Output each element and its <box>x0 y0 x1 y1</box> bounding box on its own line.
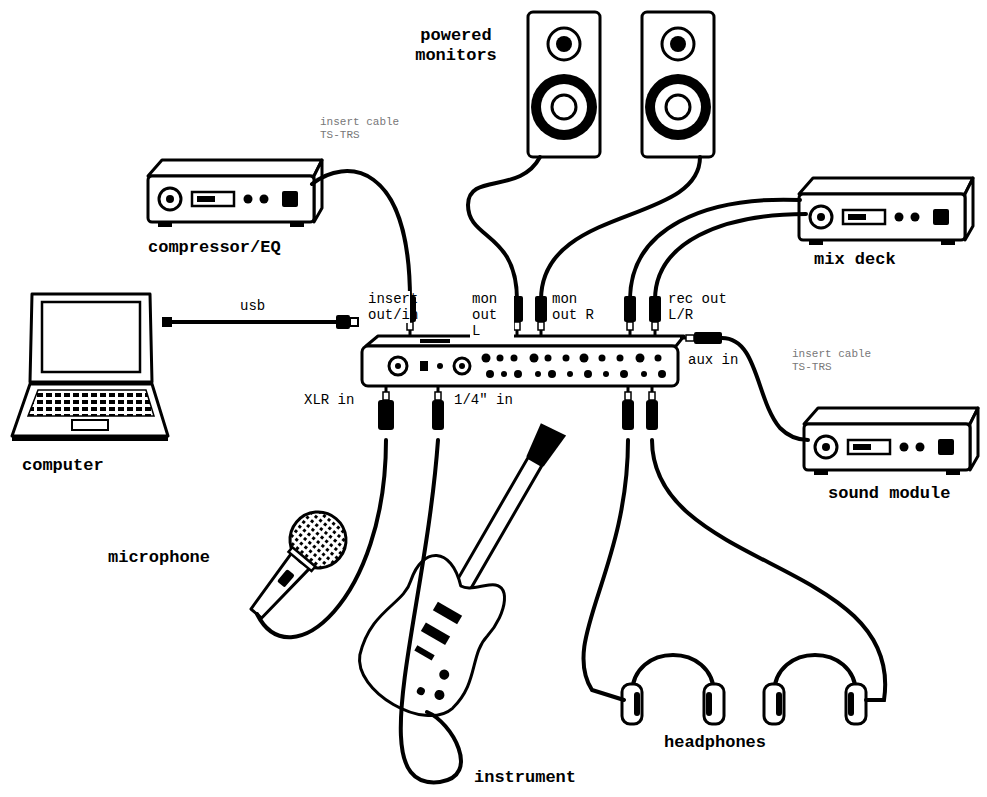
plug <box>649 296 661 322</box>
panel-dot <box>636 354 645 363</box>
plug-tip <box>654 330 657 336</box>
panel-dot <box>599 355 606 362</box>
panel-dot <box>548 370 556 378</box>
device-label: sound module <box>826 484 952 504</box>
plug <box>514 322 520 330</box>
jack-label: XLR in <box>302 392 356 408</box>
laptop <box>12 294 168 441</box>
jack-label: 1/4" in <box>452 392 515 408</box>
plug-tip <box>540 330 543 336</box>
cable-note: insert cable TS-TRS <box>790 348 886 374</box>
headphones-figure <box>764 655 866 724</box>
device-name: computer <box>20 456 106 476</box>
usb-plug <box>350 318 358 326</box>
cable <box>468 157 540 300</box>
plug <box>652 322 658 330</box>
device-name: instrument <box>472 768 578 788</box>
cable <box>652 440 885 700</box>
plug <box>624 296 636 322</box>
panel-dot <box>603 371 609 377</box>
plug-tip <box>516 330 519 336</box>
device-label: microphone <box>106 548 212 568</box>
plug-tip <box>680 337 686 340</box>
panel-dot <box>486 370 494 378</box>
plug <box>694 332 722 344</box>
panel-dot <box>545 355 552 362</box>
plug <box>432 400 444 430</box>
panel-dot <box>620 370 628 378</box>
panel-dot <box>482 354 491 363</box>
plug <box>378 400 394 430</box>
jack-label: insert out/in <box>366 291 410 323</box>
plug <box>649 392 655 400</box>
jack-label: aux in <box>686 352 740 368</box>
speaker <box>642 12 714 157</box>
cable <box>168 320 340 324</box>
panel-dot <box>501 371 507 377</box>
jack-label: mon out R <box>550 291 598 323</box>
device-name: headphones <box>662 733 768 753</box>
device-name: compressor/EQ <box>146 238 283 258</box>
jack-label: usb <box>238 298 267 314</box>
device-name: mix deck <box>812 250 898 270</box>
device-label: computer <box>20 456 106 476</box>
cable-note: insert cable TS-TRS <box>318 116 414 142</box>
panel-dot <box>641 371 647 377</box>
headphones-figure <box>622 655 724 724</box>
device-label: compressor/EQ <box>146 238 283 258</box>
plug <box>383 392 389 400</box>
panel-dot <box>655 355 662 362</box>
panel-dot <box>530 354 539 363</box>
panel-dot <box>617 355 624 362</box>
usb-plug <box>336 315 350 329</box>
panel-dot <box>514 370 522 378</box>
audio-interface <box>362 336 684 386</box>
panel-dot <box>535 371 541 377</box>
device-name: microphone <box>106 548 212 568</box>
cable <box>541 157 700 300</box>
plug-tip <box>651 386 654 392</box>
jack-label: rec out L/R <box>666 291 734 323</box>
plug <box>646 400 658 430</box>
device-label: instrument <box>472 768 578 788</box>
plug <box>686 335 694 341</box>
cable <box>312 171 410 300</box>
sound-module-unit <box>804 408 978 475</box>
panel-dot <box>658 370 666 378</box>
plug-tip <box>409 330 412 336</box>
plug <box>535 296 547 322</box>
panel-dot <box>567 371 573 377</box>
usb-plug <box>162 317 172 327</box>
speaker <box>528 12 600 157</box>
panel-dot <box>563 355 570 362</box>
mix-deck-unit <box>799 178 973 245</box>
plug <box>627 322 633 330</box>
plug-tip <box>629 330 632 336</box>
cable <box>583 440 628 700</box>
guitar-figure <box>344 399 602 732</box>
plug-tip <box>627 386 630 392</box>
device-label: headphones <box>662 733 768 753</box>
device-label: mix deck <box>812 250 898 270</box>
plug <box>622 400 634 430</box>
compressor-unit <box>148 160 322 227</box>
device-label: powered monitors <box>400 26 512 66</box>
plug <box>407 322 413 330</box>
microphone-figure <box>235 501 358 632</box>
device-name: powered monitors <box>400 26 512 66</box>
plug <box>435 392 441 400</box>
cable <box>257 440 386 637</box>
panel-dot <box>497 355 504 362</box>
plug <box>538 322 544 330</box>
device-name: sound module <box>826 484 952 504</box>
cable <box>655 214 806 300</box>
panel-dot <box>584 370 592 378</box>
plug <box>625 392 631 400</box>
plug-tip <box>437 386 440 392</box>
cable <box>401 440 461 782</box>
panel-dot <box>580 354 589 363</box>
plug-tip <box>385 386 388 392</box>
panel-dot <box>511 355 518 362</box>
jack-label: mon out L <box>470 291 514 339</box>
